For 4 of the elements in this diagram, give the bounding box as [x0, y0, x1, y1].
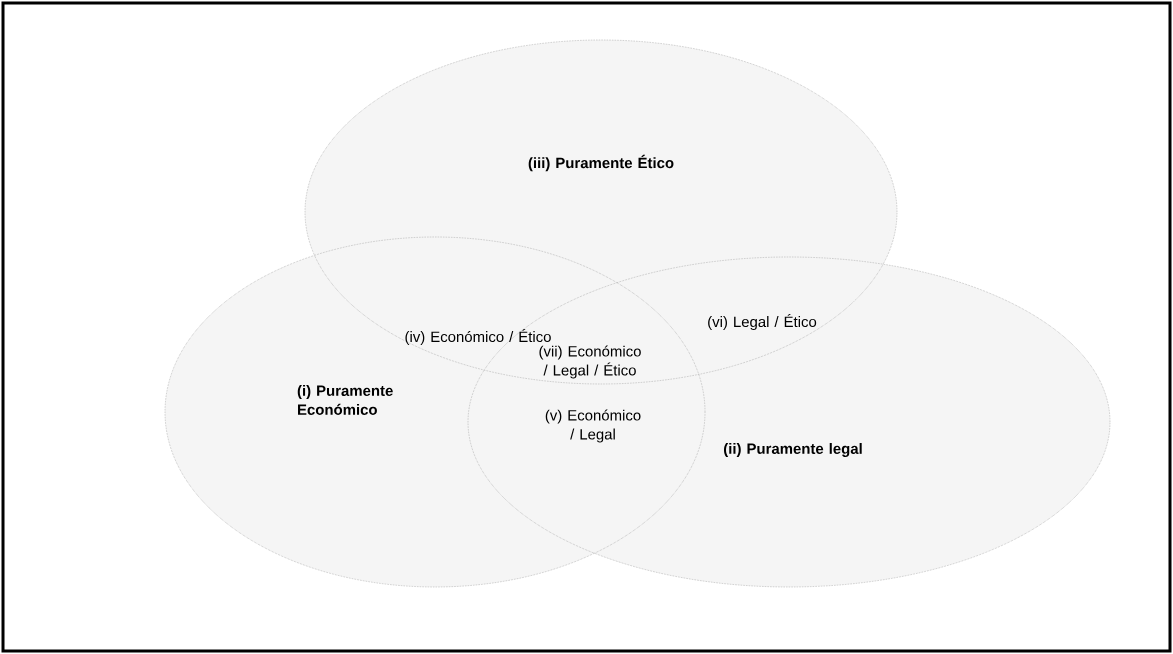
- region-label: (v) Económico / Legal: [545, 409, 641, 443]
- region-label: (vi) Legal / Ético: [708, 313, 817, 330]
- region-label: (vii) Económico / Legal / Ético: [539, 345, 641, 379]
- region-label: (iv) Económico / Ético: [405, 329, 551, 345]
